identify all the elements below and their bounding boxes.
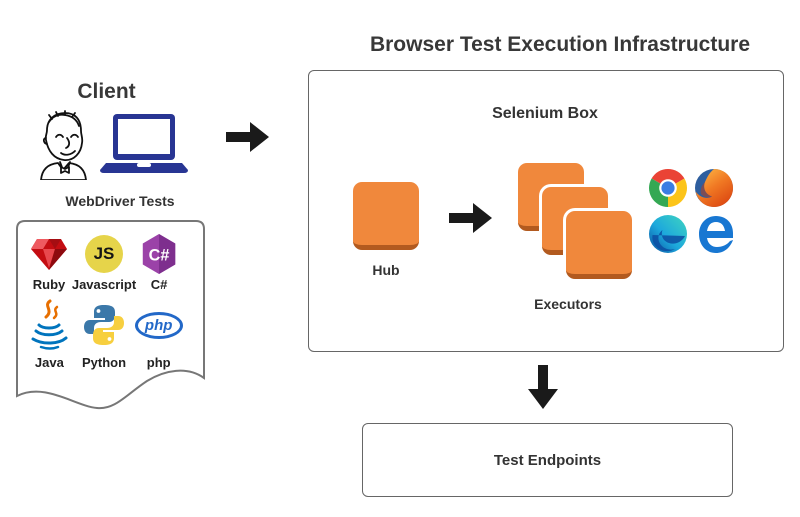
csharp-icon: C#: [139, 233, 179, 275]
test-endpoints-box: Test Endpoints: [362, 423, 733, 497]
language-label: Ruby: [32, 277, 66, 292]
language-row-1: Ruby JS Javascript C# C#: [22, 233, 186, 292]
language-java: Java: [22, 298, 77, 370]
executors-label: Executors: [534, 296, 602, 312]
hub-node: [353, 182, 419, 250]
javascript-icon: JS: [85, 234, 123, 274]
language-label: Javascript: [71, 277, 137, 292]
ruby-icon: [30, 234, 68, 274]
client-to-selenium-arrow-icon: [224, 119, 270, 160]
language-label: php: [146, 355, 171, 370]
language-label: Java: [34, 355, 64, 370]
laptop-icon: [99, 113, 189, 180]
jenkins-butler-icon: [34, 110, 96, 185]
test-endpoints-label: Test Endpoints: [493, 451, 602, 469]
internet-explorer-icon: [696, 214, 736, 254]
selenium-box-heading: Selenium Box: [492, 105, 598, 122]
language-ruby: Ruby: [22, 234, 76, 292]
client-heading: Client: [77, 80, 136, 103]
language-csharp: C# C#: [132, 233, 186, 292]
executor-node: [566, 211, 632, 279]
language-label: Python: [81, 355, 127, 370]
language-javascript: JS Javascript: [72, 234, 136, 292]
language-label: C#: [150, 277, 168, 292]
java-icon: [29, 298, 69, 352]
hub-to-executors-arrow-icon: [447, 200, 493, 241]
firefox-icon: [694, 168, 734, 208]
chrome-icon: [648, 168, 688, 208]
page-title: Browser Test Execution Infrastructure: [369, 33, 751, 56]
selenium-to-endpoints-arrow-icon: [527, 363, 559, 416]
webdriver-tests-label: WebDriver Tests: [65, 193, 175, 209]
language-row-2: Java Python php php: [22, 298, 186, 370]
hub-label: Hub: [372, 262, 400, 278]
php-icon: php: [134, 298, 183, 352]
language-python: Python: [77, 298, 132, 370]
svg-text:C#: C#: [149, 247, 170, 265]
edge-icon: [648, 214, 688, 254]
python-icon: [82, 298, 126, 352]
language-php: php php: [131, 298, 186, 370]
